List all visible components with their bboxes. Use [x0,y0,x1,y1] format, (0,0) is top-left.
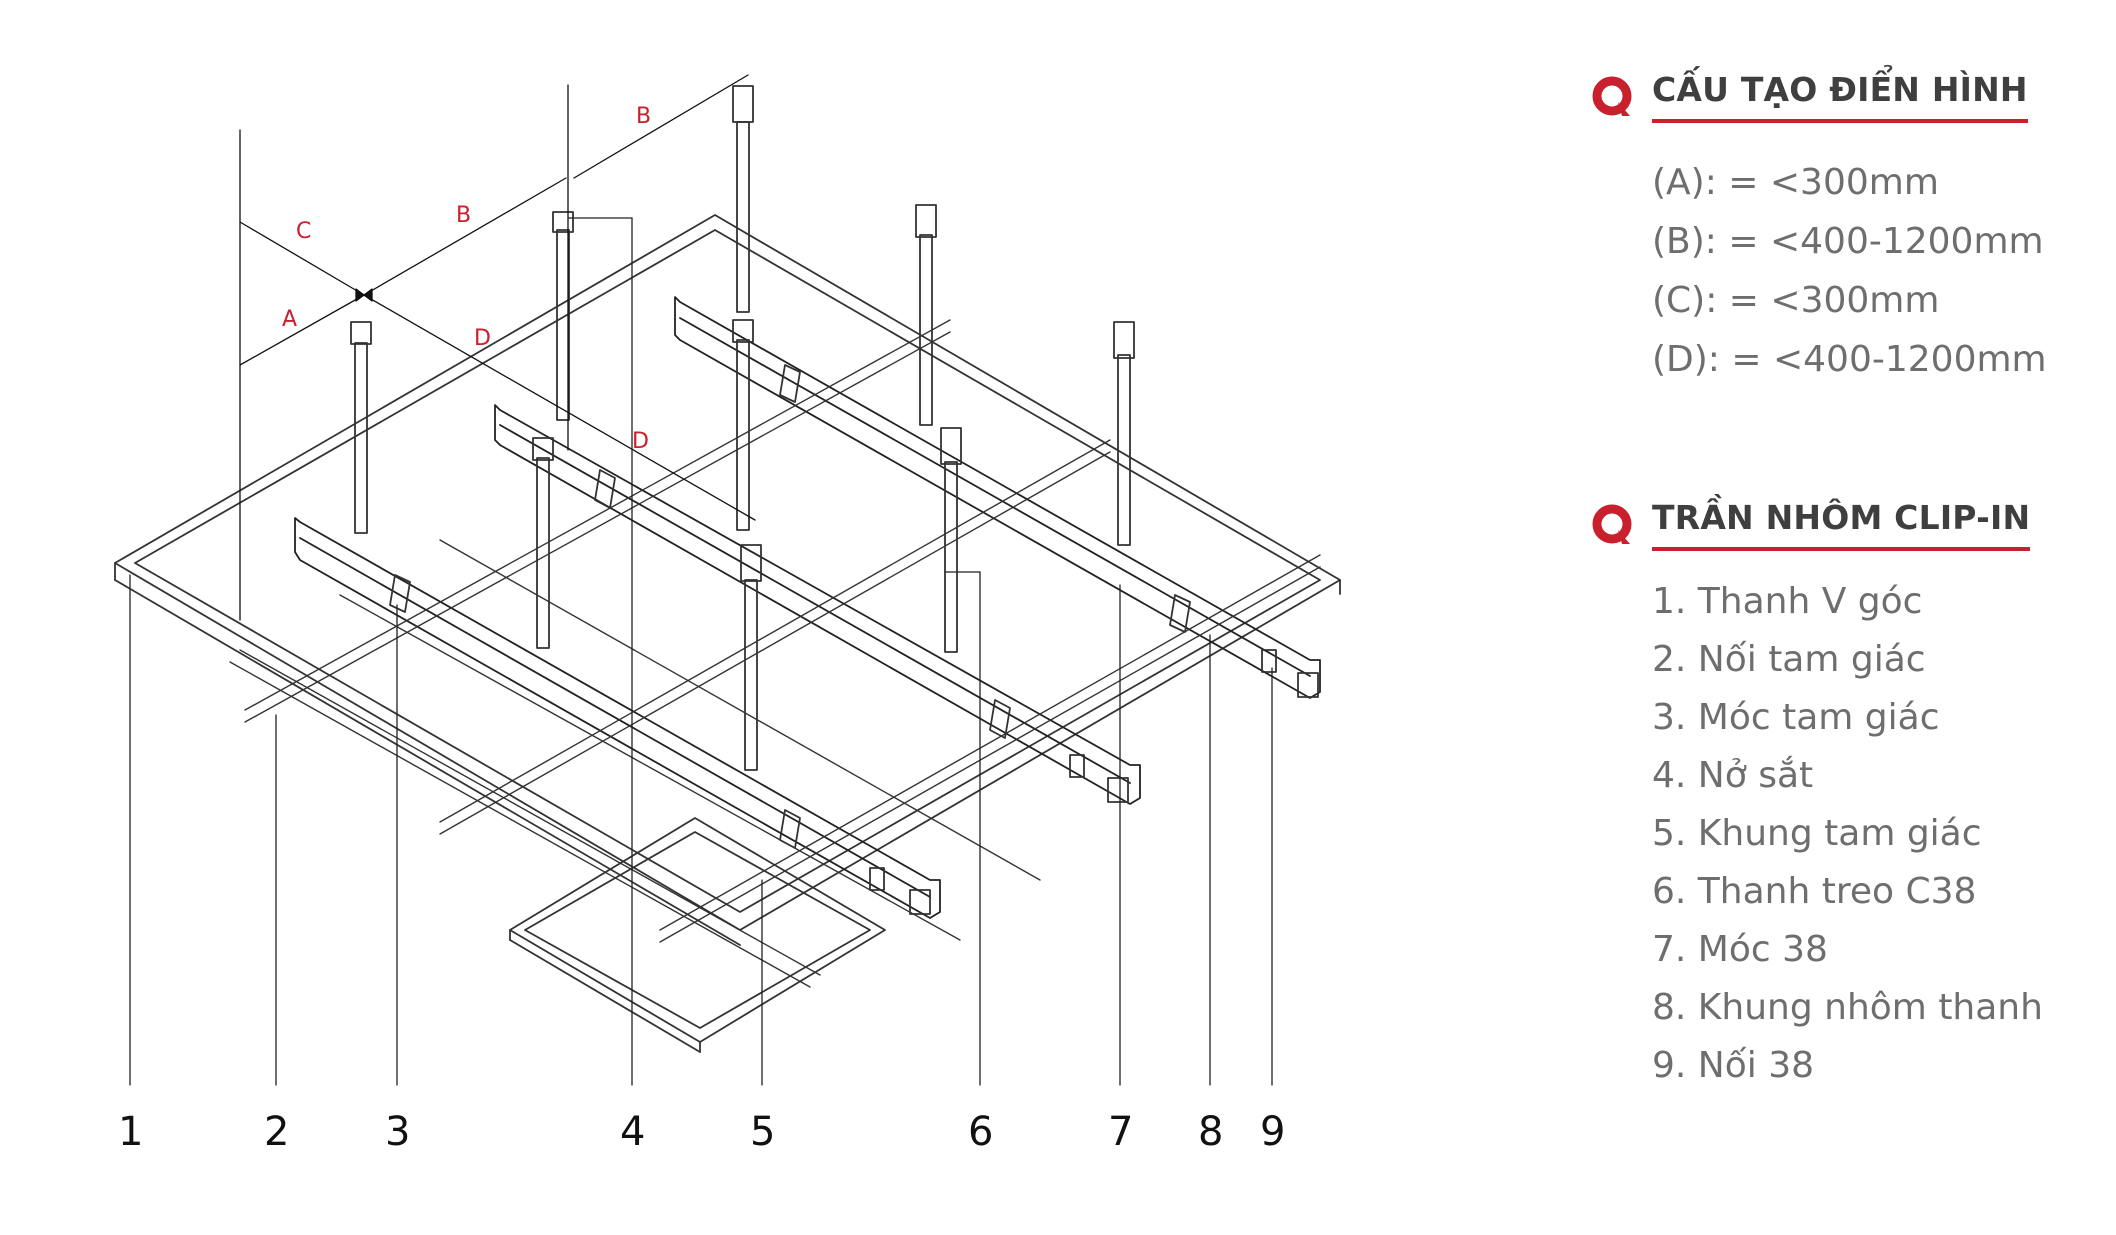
spec-item-c: (C): = <300mm [1652,280,1940,321]
dim-label-a: A [282,307,297,332]
specs-section: CẤU TẠO ĐIỂN HÌNH (A): = <300mm (B): = <… [1592,70,2092,389]
part-item-7: 7. Móc 38 [1652,929,1828,970]
part-item-2: 2. Nối tam giác [1652,639,1926,680]
dim-label-b-top: B [636,104,651,129]
perimeter-angle-frame [114,214,1341,946]
part-item-9: 9. Nối 38 [1652,1045,1814,1086]
specs-header: CẤU TẠO ĐIỂN HÌNH [1592,70,2092,123]
dim-label-c: C [296,219,311,244]
cross-tee-rails [229,319,1321,988]
part-item-4: 4. Nở sắt [1652,755,1814,796]
spec-item-d: (D): = <400-1200mm [1652,339,2047,380]
part-number-2: 2 [264,1109,289,1155]
part-number-6: 6 [968,1109,993,1155]
part-item-8: 8. Khung nhôm thanh [1652,987,2043,1028]
dim-label-d-upper: D [474,326,491,351]
part-item-3: 3. Móc tam giác [1652,697,1940,738]
main-c38-channels [294,296,1321,919]
lower-clip-frame [509,817,886,1053]
part-number-3: 3 [385,1109,410,1155]
part-number-7: 7 [1108,1109,1133,1155]
part-item-6: 6. Thanh treo C38 [1652,871,1977,912]
end-connectors [869,649,1319,915]
brand-logo-icon [1592,76,1632,116]
specs-list: (A): = <300mm (B): = <400-1200mm (C): = … [1652,153,2092,389]
part-number-1: 1 [118,1109,143,1155]
part-item-5: 5. Khung tam giác [1652,813,1982,854]
ceiling-structure-diagram: C B B A D D 1 2 3 4 5 6 7 8 9 [114,74,1341,1155]
parts-list: 1. Thanh V góc 2. Nối tam giác 3. Móc ta… [1652,573,2092,1095]
part-number-4: 4 [620,1109,645,1155]
parts-header: TRẦN NHÔM CLIP-IN [1592,498,2092,551]
part-item-1: 1. Thanh V góc [1652,581,1923,622]
parts-section: TRẦN NHÔM CLIP-IN 1. Thanh V góc 2. Nối … [1592,498,2092,1095]
part-number-8: 8 [1198,1109,1223,1155]
specs-title: CẤU TẠO ĐIỂN HÌNH [1652,70,2028,123]
parts-title: TRẦN NHÔM CLIP-IN [1652,498,2031,551]
spec-item-a: (A): = <300mm [1652,162,1939,203]
spec-item-b: (B): = <400-1200mm [1652,221,2044,262]
hanger-rods [350,85,1135,771]
triangle-hooks [389,364,1191,849]
leader-lines [129,217,1273,1086]
brand-logo-icon [1592,504,1632,544]
dim-label-b-left: B [456,203,471,228]
part-number-9: 9 [1260,1109,1285,1155]
part-number-5: 5 [750,1109,775,1155]
dim-label-d-lower: D [632,429,649,454]
dimension-lines [239,74,756,621]
